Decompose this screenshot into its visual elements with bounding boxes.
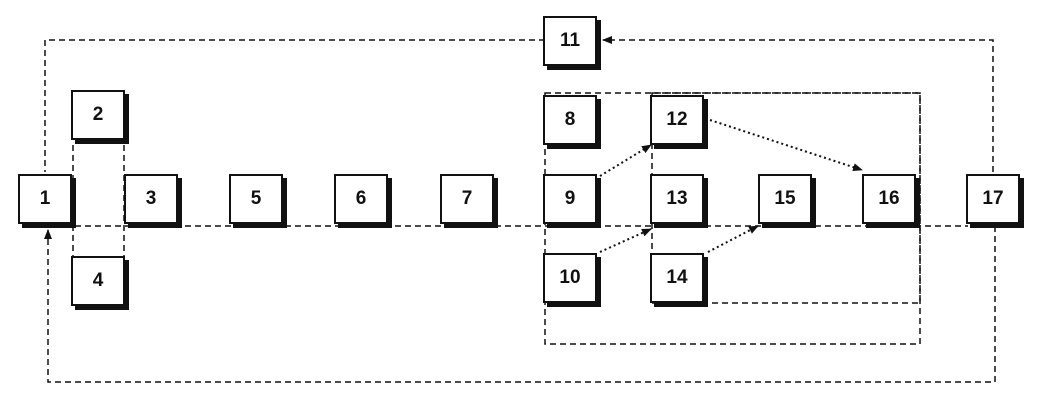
edge-10-to-13 [599,228,652,253]
node-9: 9 [543,174,597,224]
edge-12-to-16 [709,119,863,171]
node-13: 13 [650,174,704,224]
edge-9-to-12 [599,144,652,177]
edge-11-to-1 [44,39,545,172]
edge-14-to-15 [707,225,759,253]
edge-17-to-11 [602,36,994,172]
node-5: 5 [229,174,283,224]
node-4: 4 [71,256,125,306]
node-7: 7 [440,174,494,224]
node-12: 12 [650,95,704,145]
node-1: 1 [18,174,72,224]
node-15: 15 [758,174,812,224]
node-14: 14 [650,253,704,303]
node-11: 11 [543,16,597,66]
node-3: 3 [124,174,178,224]
node-17: 17 [966,174,1020,224]
node-10: 10 [543,253,597,303]
edge-17-to-1 [44,226,996,383]
node-6: 6 [334,174,388,224]
node-8: 8 [543,95,597,145]
node-16: 16 [862,174,916,224]
node-2: 2 [71,90,125,140]
